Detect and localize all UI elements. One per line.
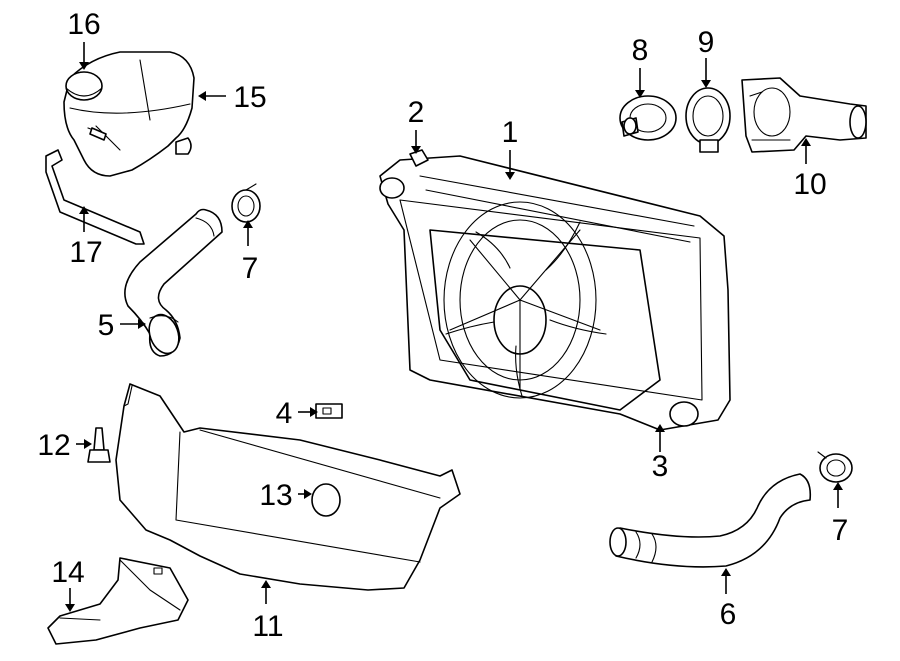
- callout-11: 11: [252, 610, 283, 643]
- callout-12: 12: [37, 429, 70, 462]
- callout-2: 2: [408, 96, 425, 129]
- callout-6: 6: [720, 598, 737, 631]
- lower-radiator-hose: [609, 473, 812, 568]
- callout-17: 17: [69, 236, 102, 269]
- small-bracket: [315, 403, 343, 419]
- thermostat-gasket: [685, 87, 731, 153]
- callout-13: 13: [259, 479, 292, 512]
- coolant-reservoir: [63, 51, 195, 177]
- overflow-hose: [45, 149, 145, 245]
- callout-16: 16: [67, 8, 100, 41]
- callout-7-upper: 7: [242, 252, 259, 285]
- cooling-fan: [429, 201, 661, 411]
- callout-labels: 1 2 3 4 5 6 7 7 8 9 10 11 12 13 14 15 16…: [37, 8, 848, 643]
- upper-radiator-hose: [124, 208, 223, 357]
- callout-8: 8: [632, 34, 649, 67]
- leader-lines: [65, 42, 843, 612]
- callout-9: 9: [698, 26, 715, 59]
- thermostat: [619, 95, 677, 141]
- callout-14: 14: [51, 556, 84, 589]
- air-deflector: [115, 383, 461, 591]
- callout-4: 4: [276, 397, 293, 430]
- callout-1: 1: [502, 116, 519, 149]
- callout-7-lower: 7: [832, 514, 849, 547]
- callout-10: 10: [793, 168, 826, 201]
- callout-5: 5: [98, 309, 115, 342]
- push-pin: [311, 483, 341, 517]
- callout-15: 15: [233, 81, 266, 114]
- hose-clamp-upper: [231, 183, 261, 223]
- air-duct: [47, 557, 189, 645]
- reservoir-cap: [65, 71, 103, 101]
- callout-3: 3: [652, 450, 669, 483]
- thermostat-housing: [741, 77, 867, 153]
- radiator-clip: [409, 149, 429, 167]
- hose-clamp-lower: [817, 451, 853, 483]
- radiator: [379, 155, 731, 431]
- bolt: [87, 427, 111, 463]
